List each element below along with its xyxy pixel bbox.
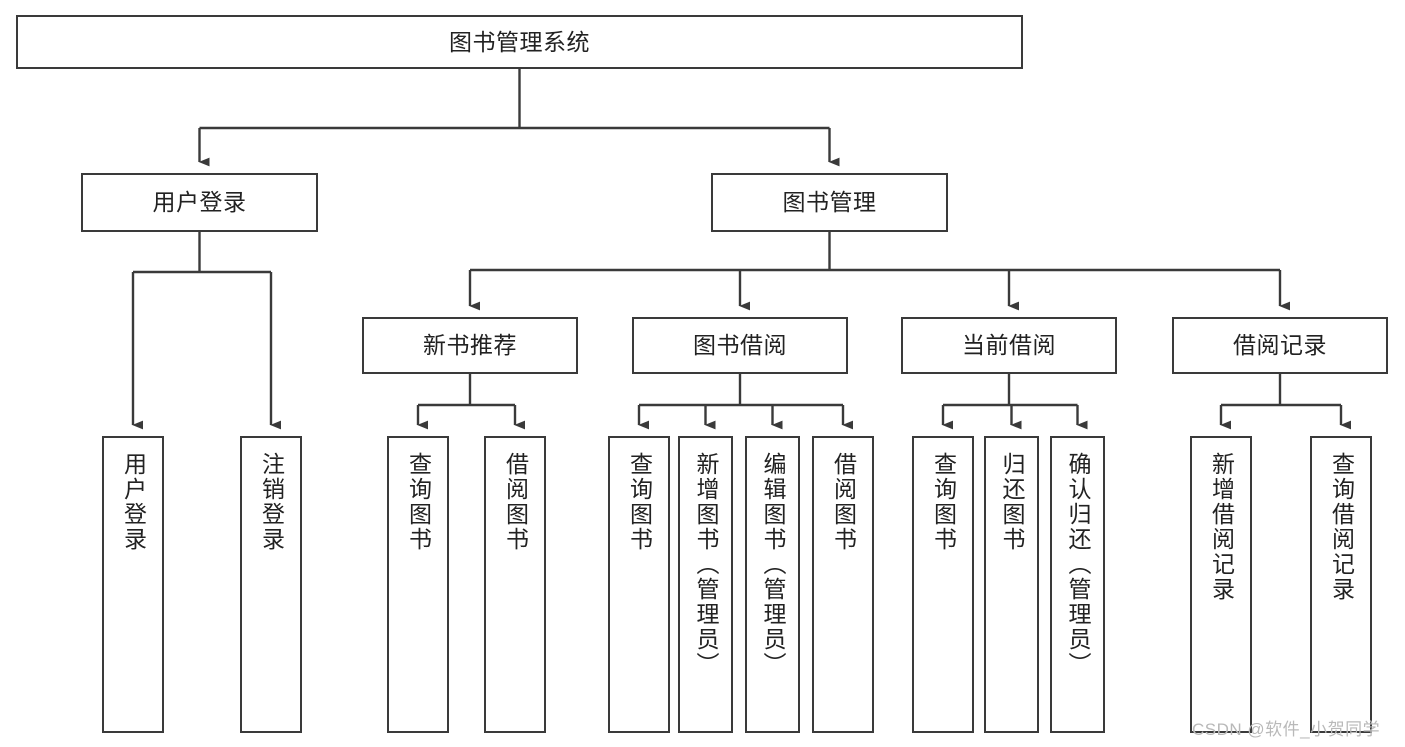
node-label: 图书借阅 <box>693 332 787 359</box>
node-label: 图书管理 <box>782 189 877 216</box>
node-leaf-borrow-book[interactable]: 借阅图书 <box>812 436 874 733</box>
node-label: 新书推荐 <box>423 332 517 359</box>
node-borrow-record[interactable]: 借阅记录 <box>1172 317 1388 374</box>
node-root[interactable]: 图书管理系统 <box>16 15 1023 69</box>
node-current-borrow[interactable]: 当前借阅 <box>901 317 1117 374</box>
node-label: 借阅图书 <box>830 452 857 552</box>
node-leaf-query-borrow-record[interactable]: 查询借阅记录 <box>1310 436 1372 733</box>
node-label: 新增借阅记录 <box>1208 452 1235 602</box>
node-label: 注销登录 <box>258 452 285 552</box>
node-leaf-add-book[interactable]: 新增图书（管理员） <box>678 436 733 733</box>
node-label: 图书管理系统 <box>449 28 590 55</box>
node-label: 归还图书 <box>999 452 1025 552</box>
node-label: 编辑图书（管理员） <box>760 452 786 677</box>
node-label: 新增图书（管理员） <box>693 452 719 677</box>
node-label: 查询图书 <box>626 452 653 552</box>
node-label: 用户登录 <box>120 452 147 552</box>
node-label: 查询图书 <box>405 452 432 552</box>
node-user-login[interactable]: 用户登录 <box>81 173 318 232</box>
node-book-manage[interactable]: 图书管理 <box>711 173 948 232</box>
node-leaf-user-logout[interactable]: 注销登录 <box>240 436 302 733</box>
node-leaf-query-book-recommend[interactable]: 查询图书 <box>387 436 449 733</box>
node-new-book-recommend[interactable]: 新书推荐 <box>362 317 578 374</box>
node-leaf-user-login[interactable]: 用户登录 <box>102 436 164 733</box>
csdn-watermark: CSDN @软件_小贺同学 <box>1192 720 1381 739</box>
node-leaf-query-book-current[interactable]: 查询图书 <box>912 436 974 733</box>
node-leaf-confirm-return[interactable]: 确认归还（管理员） <box>1050 436 1105 733</box>
node-label: 查询图书 <box>930 452 957 552</box>
node-label: 查询借阅记录 <box>1328 452 1355 602</box>
node-leaf-borrow-book-recommend[interactable]: 借阅图书 <box>484 436 546 733</box>
node-leaf-query-book-borrow[interactable]: 查询图书 <box>608 436 670 733</box>
node-label: 借阅图书 <box>502 452 529 552</box>
node-label: 确认归还（管理员） <box>1065 452 1091 677</box>
node-leaf-edit-book[interactable]: 编辑图书（管理员） <box>745 436 800 733</box>
node-leaf-add-borrow-record[interactable]: 新增借阅记录 <box>1190 436 1252 733</box>
node-label: 借阅记录 <box>1233 332 1327 359</box>
node-label: 当前借阅 <box>962 332 1056 359</box>
node-leaf-return-book[interactable]: 归还图书 <box>984 436 1039 733</box>
node-book-borrow[interactable]: 图书借阅 <box>632 317 848 374</box>
node-label: 用户登录 <box>152 189 247 216</box>
